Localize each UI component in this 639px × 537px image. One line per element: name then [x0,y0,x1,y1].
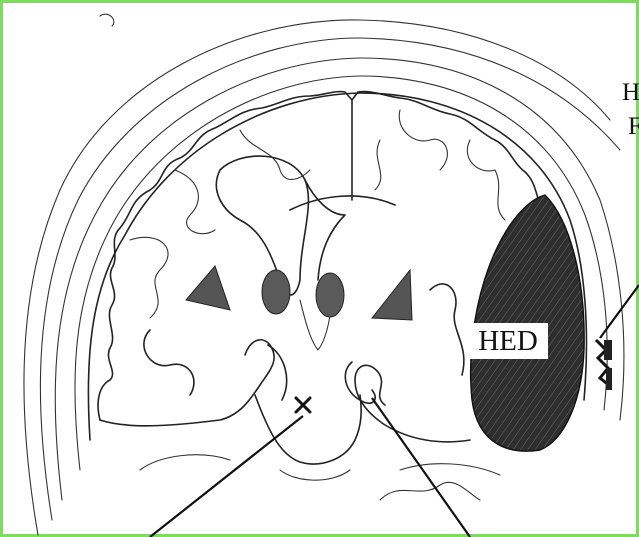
gyri-fold-right-2 [467,140,505,220]
midline-x-marker [296,398,310,412]
gyri-fold-left-2 [175,170,215,234]
pointer-line-uncus [372,398,470,537]
hematoma-label-box: HED [468,323,548,359]
neck-contour-right [400,464,500,475]
lateral-ventricle-left [216,156,308,295]
gyri-fold-left-1 [130,237,168,318]
gyri-fold-right-1 [399,110,447,170]
brainstem [255,395,361,464]
putamen-left [186,266,230,310]
putamen-right [372,270,412,320]
neck-contour-left [140,455,230,470]
gyri-fold-right-3 [375,140,381,190]
brainstem-lower [280,470,350,480]
sylvian-fissure-right [430,284,464,375]
cut-label-line-2: F [628,114,639,139]
corner-mark [100,14,114,26]
thalamus-right [316,273,344,317]
cerebellum-folds [380,482,480,500]
temporal-lobe-right [355,365,470,442]
sylvian-fissure-left [144,330,194,395]
fracture-block-1 [604,340,612,360]
thalamus-left [262,270,290,314]
lateral-ventricle-right [305,180,345,280]
pointer-line-midline [150,416,303,537]
corpus-callosum [290,196,395,210]
fracture-block-2 [606,368,612,390]
hematoma-label: HED [478,325,538,358]
cut-label-line-1: H [622,80,639,105]
temporal-lobe-left [100,340,274,426]
uncus-left [268,345,287,400]
